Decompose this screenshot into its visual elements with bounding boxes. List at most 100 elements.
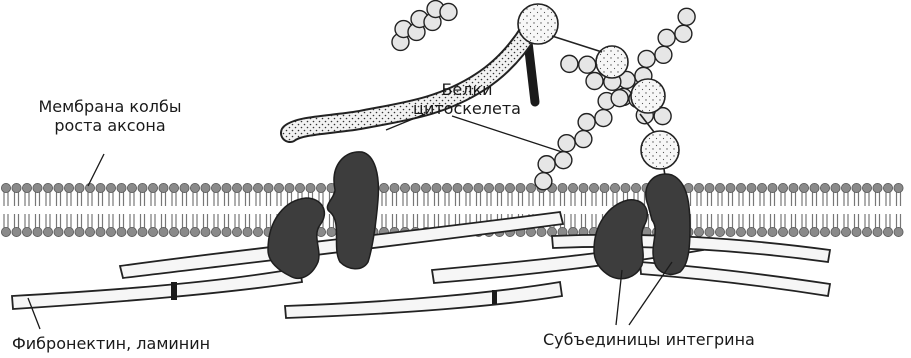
actin-bead [611, 90, 628, 107]
phospholipid [253, 214, 262, 237]
linker-protein [528, 42, 535, 102]
phospholipid [148, 214, 157, 237]
actin-bead [655, 46, 672, 63]
actin-bead [561, 55, 578, 72]
phospholipid [705, 214, 714, 237]
phospholipid [526, 183, 535, 206]
phospholipid [747, 183, 756, 206]
phospholipid [778, 183, 787, 206]
phospholipid [54, 183, 63, 206]
phospholipid [799, 183, 808, 206]
phospholipid [862, 183, 871, 206]
phospholipid [747, 214, 756, 237]
linker-globule [518, 4, 558, 44]
phospholipid [106, 183, 115, 206]
phospholipid [495, 183, 504, 206]
phospholipid [64, 183, 73, 206]
membrane-label: Мембрана колбы роста аксона [25, 97, 195, 135]
phospholipid [694, 183, 703, 206]
phospholipid [589, 183, 598, 206]
phospholipid [715, 183, 724, 206]
phospholipid [201, 214, 210, 237]
phospholipid [222, 183, 231, 206]
linker-globule [631, 79, 665, 113]
phospholipid [180, 183, 189, 206]
phospholipid [810, 214, 819, 237]
phospholipid [705, 183, 714, 206]
phospholipid [411, 183, 420, 206]
phospholipid [579, 183, 588, 206]
phospholipid [894, 214, 903, 237]
actin-bead [575, 131, 592, 148]
phospholipid [831, 183, 840, 206]
phospholipid [148, 183, 157, 206]
phospholipid [400, 183, 409, 206]
phospholipid [432, 183, 441, 206]
phospholipid [190, 214, 199, 237]
phospholipid [33, 183, 42, 206]
actin-bead [579, 56, 596, 73]
phospholipid [264, 183, 273, 206]
phospholipid [85, 214, 94, 237]
phospholipid [820, 214, 829, 237]
phospholipid [516, 183, 525, 206]
actin-bead [658, 29, 675, 46]
ecm-crosslink [171, 282, 177, 300]
phospholipid [43, 214, 52, 237]
actin-bead [555, 152, 572, 169]
phospholipid [138, 214, 147, 237]
integrin-subunit [594, 200, 647, 279]
phospholipid [22, 183, 31, 206]
phospholipid [75, 214, 84, 237]
integrin-subunit [646, 174, 690, 274]
phospholipid [873, 214, 882, 237]
cytoskeleton-leader [452, 116, 562, 152]
phospholipid [883, 183, 892, 206]
actin-bead [578, 114, 595, 131]
phospholipid [180, 214, 189, 237]
phospholipid [127, 183, 136, 206]
phospholipid [768, 183, 777, 206]
phospholipid [789, 183, 798, 206]
phospholipid [159, 214, 168, 237]
phospholipid [799, 214, 808, 237]
actin-bead [440, 3, 457, 20]
phospholipid [757, 214, 766, 237]
phospholipid [726, 183, 735, 206]
phospholipid [33, 214, 42, 237]
ecm-fiber [285, 282, 562, 318]
phospholipid [894, 183, 903, 206]
phospholipid [453, 183, 462, 206]
phospholipid [12, 214, 21, 237]
phospholipid [96, 214, 105, 237]
phospholipid [127, 214, 136, 237]
phospholipid [117, 183, 126, 206]
actin-bead [586, 73, 603, 90]
membrane-label-line1: Мембрана колбы [25, 97, 195, 116]
actin-bead [538, 156, 555, 173]
cytoskeleton-label-line2: цитоскелета [412, 99, 522, 118]
actin-bead [595, 110, 612, 127]
actin-filament [392, 1, 457, 51]
phospholipid [54, 214, 63, 237]
ecm-label: Фибронектин, ламинин [12, 334, 210, 353]
actin-bead [638, 50, 655, 67]
phospholipid [841, 214, 850, 237]
phospholipid [442, 183, 451, 206]
phospholipid [768, 214, 777, 237]
phospholipid [211, 214, 220, 237]
membrane-leader [88, 154, 104, 186]
cytoskeleton-label-line1: Белки [412, 80, 522, 99]
phospholipid [715, 214, 724, 237]
phospholipid [610, 183, 619, 206]
phospholipid [736, 214, 745, 237]
phospholipid [568, 183, 577, 206]
phospholipid [222, 214, 231, 237]
phospholipid [852, 214, 861, 237]
phospholipid [232, 183, 241, 206]
phospholipid [96, 183, 105, 206]
phospholipid [169, 214, 178, 237]
phospholipid [390, 183, 399, 206]
phospholipid [64, 214, 73, 237]
